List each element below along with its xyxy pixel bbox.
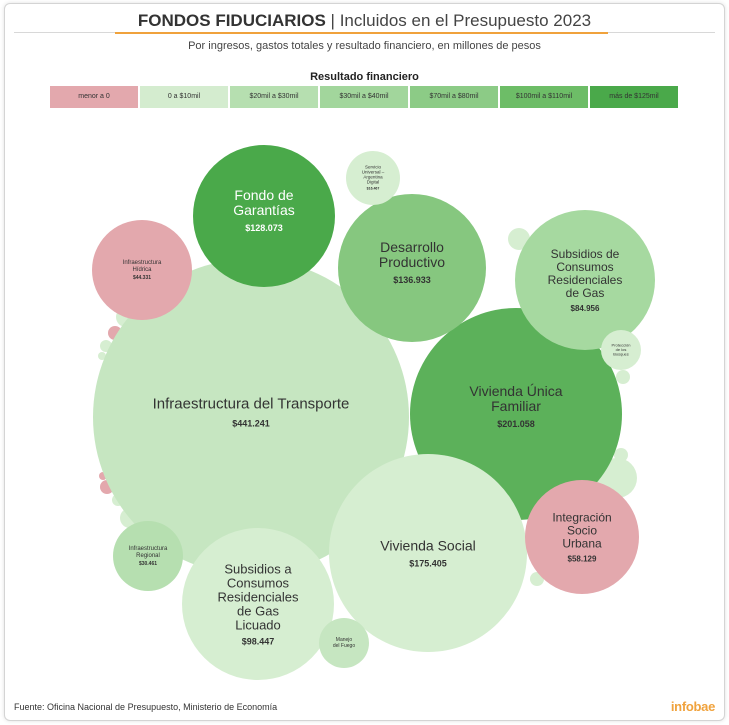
chart-subtitle: Por ingresos, gastos totales y resultado… [188, 40, 541, 52]
bubble-circle [92, 220, 192, 320]
minor-bubble-2 [614, 448, 628, 462]
legend-swatch-1: 0 a $10mil [140, 86, 228, 108]
bubble-value: $136.933 [393, 275, 431, 285]
bubble-circle [182, 528, 334, 680]
bubble-2: Vivienda Social $175.405 [329, 454, 527, 652]
title-underline [115, 32, 608, 34]
bubble-circle [338, 194, 486, 342]
bubble-circle [93, 259, 409, 575]
title-bold: FONDOS FIDUCIARIOS [137, 11, 326, 30]
bubble-value: $58.129 [568, 555, 597, 564]
bubble-circle [319, 618, 369, 668]
bubble-circle [193, 145, 335, 287]
minor-bubble-0 [508, 228, 530, 250]
legend-swatch-3: $30mil a $40mil [320, 86, 408, 108]
bubble-circle [601, 330, 641, 370]
legend-title: Resultado financiero [310, 71, 419, 83]
bubble-label: Infraestructura del Transporte [153, 396, 350, 413]
chart-title: FONDOS FIDUCIARIOS | Incluidos en el Pre… [0, 11, 729, 31]
source-note: Fuente: Oficina Nacional de Presupuesto,… [14, 702, 278, 712]
minor-bubble-8 [98, 352, 106, 360]
legend-swatch-0: menor a 0 [50, 86, 138, 108]
brand-logo: infobae [670, 699, 715, 714]
minor-bubble-4 [616, 370, 630, 384]
bubble-value: $84.956 [571, 304, 600, 313]
bubble-value: $30.461 [139, 561, 157, 567]
bubble-circle [525, 480, 639, 594]
legend-swatch-6: más de $125mil [590, 86, 678, 108]
bubble-circle [515, 210, 655, 350]
bubble-circle [113, 521, 183, 591]
legend-swatch-5: $100mil a $110mil [500, 86, 588, 108]
bubble-value: $98.447 [242, 636, 275, 646]
title-separator: | [325, 11, 340, 30]
legend-swatch-2: $20mil a $30mil [230, 86, 318, 108]
title-rest: Incluidos en el Presupuesto 2023 [339, 11, 592, 30]
bubble-circle [346, 151, 400, 205]
bubble-value: $128.073 [245, 223, 283, 233]
bubble-label: Vivienda Social [380, 538, 475, 554]
bubble-value: $175.405 [409, 559, 447, 569]
bubble-value: $16.467 [367, 186, 380, 190]
bubble-value: $441.241 [232, 419, 270, 429]
bubble-value: $201.058 [497, 419, 535, 429]
bubble-value: $44.331 [133, 275, 151, 281]
bubble-circle [329, 454, 527, 652]
legend-swatch-4: $70mil a $80mil [410, 86, 498, 108]
bubble-0: Infraestructura del Transporte $441.241 [93, 259, 409, 575]
